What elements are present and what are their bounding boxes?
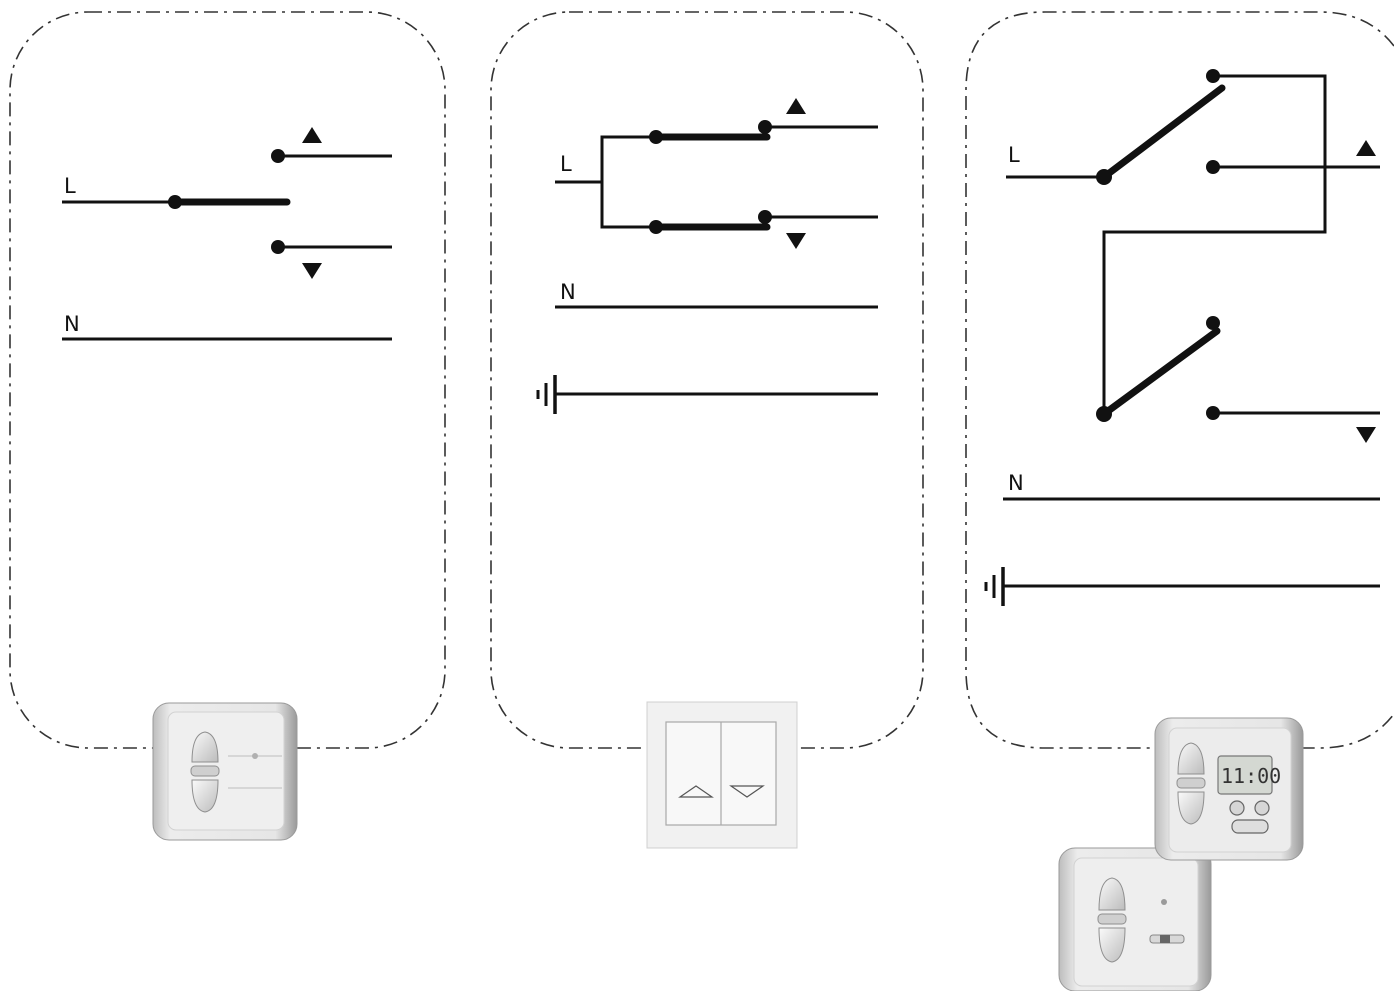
triangle-up-icon (1356, 140, 1376, 156)
timer-display: 11:00 (1221, 764, 1281, 788)
panel-2-device-pushbutton (646, 701, 798, 849)
panel-1-live-label: L (64, 174, 76, 198)
panel-3-upper-pivot (1096, 169, 1112, 185)
triangle-down-icon (302, 263, 322, 279)
ground-icon (536, 375, 557, 414)
panel-2-double-switch: L N (490, 11, 924, 849)
panel-3-lower-pivot (1096, 406, 1112, 422)
triangle-down-icon (1356, 427, 1376, 443)
panel-1-frame (9, 11, 446, 749)
panel-2-branch-wire (600, 135, 656, 229)
panel-3-lower-top-contact (1206, 316, 1220, 330)
panel-2-lower-pivot (649, 220, 663, 234)
panel-3-live-label: L (1008, 143, 1020, 167)
panel-2-neutral-label: N (560, 280, 576, 304)
ground-icon (984, 567, 1005, 606)
triangle-up-icon (302, 127, 322, 143)
panel-3-upper-blade (1100, 84, 1226, 181)
panel-3-lower-blade (1100, 327, 1221, 418)
triangle-down-icon (786, 233, 806, 249)
panel-3-two-way-switch: L N (965, 11, 1394, 991)
panel-1-single-switch: L N (9, 11, 446, 841)
panel-1-device-switch (152, 702, 298, 841)
triangle-up-icon (786, 98, 806, 114)
panel-1-neutral-label: N (64, 312, 80, 336)
panel-3-traveler-wire (1102, 74, 1327, 414)
panel-2-upper-pivot (649, 130, 663, 144)
panel-1-pivot (168, 195, 182, 209)
panel-3-neutral-label: N (1008, 471, 1024, 495)
panel-3-device-switch (1058, 847, 1212, 991)
panel-2-live-label: L (560, 152, 572, 176)
panel-3-device-timer: 11:00 (1154, 717, 1304, 861)
panel-3-frame (965, 11, 1394, 749)
